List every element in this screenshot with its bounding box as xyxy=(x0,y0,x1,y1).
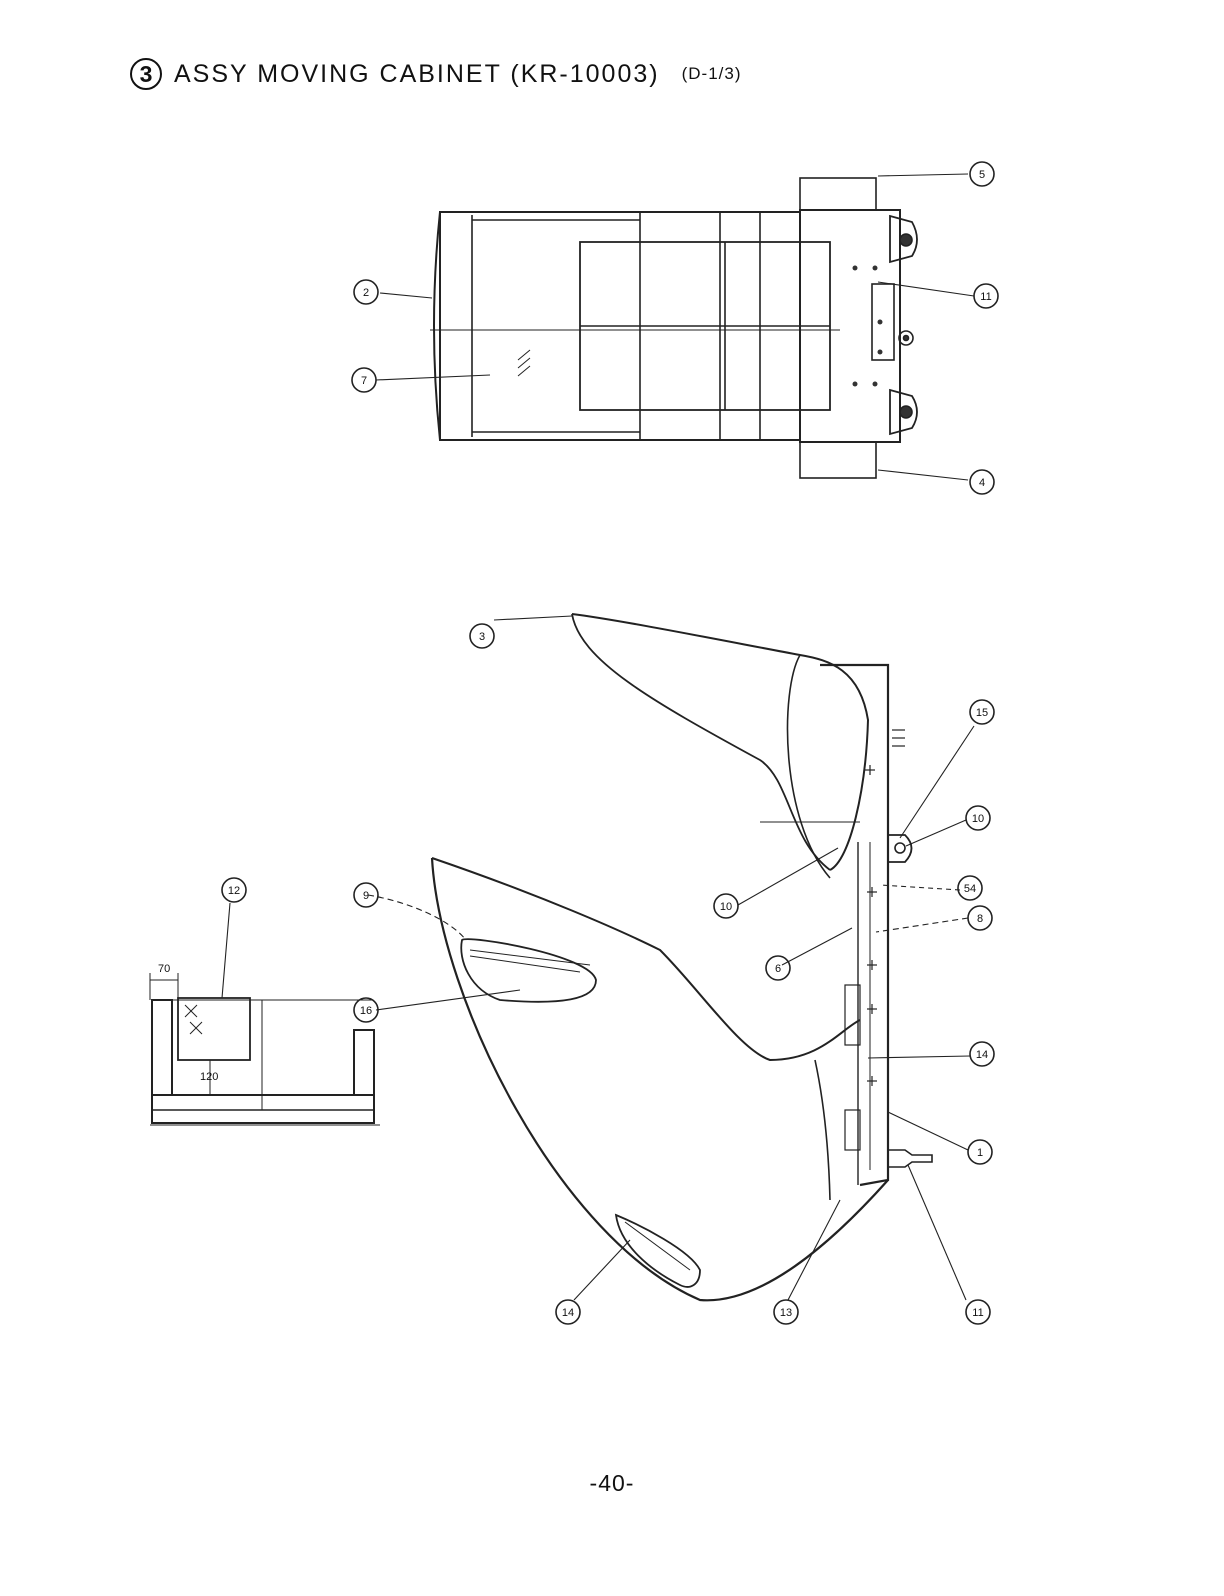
svg-text:15: 15 xyxy=(976,707,988,719)
callout-14-pad: 14 xyxy=(556,1300,580,1324)
svg-text:2: 2 xyxy=(363,287,369,299)
callout-12-smallview: 12 xyxy=(222,878,246,902)
svg-text:9: 9 xyxy=(363,890,369,902)
svg-text:1: 1 xyxy=(977,1147,983,1159)
callout-9-sideview: 9 xyxy=(354,883,378,907)
callout-54: 54 xyxy=(958,876,982,900)
svg-text:5: 5 xyxy=(979,169,985,181)
dimension-120: 120 xyxy=(200,1071,218,1083)
svg-text:54: 54 xyxy=(964,883,976,895)
callout-1: 1 xyxy=(968,1140,992,1164)
svg-text:10: 10 xyxy=(972,813,984,825)
svg-text:4: 4 xyxy=(979,477,985,489)
svg-text:12: 12 xyxy=(228,885,240,897)
svg-text:3: 3 xyxy=(479,631,485,643)
svg-text:6: 6 xyxy=(775,963,781,975)
side-view-drawing xyxy=(368,614,974,1300)
callout-5-topview: 5 xyxy=(970,162,994,186)
small-side-view-drawing xyxy=(150,903,380,1125)
callout-11-bolt: 11 xyxy=(966,1300,990,1324)
callout-10-seat: 10 xyxy=(714,894,738,918)
svg-text:13: 13 xyxy=(780,1307,792,1319)
svg-text:10: 10 xyxy=(720,901,732,913)
callout-13: 13 xyxy=(774,1300,798,1324)
callout-8: 8 xyxy=(968,906,992,930)
top-view-drawing xyxy=(376,174,974,480)
callout-3-sideview: 3 xyxy=(470,624,494,648)
callout-14-base: 14 xyxy=(970,1042,994,1066)
svg-text:8: 8 xyxy=(977,913,983,925)
callout-7-topview: 7 xyxy=(352,368,376,392)
svg-text:14: 14 xyxy=(562,1307,574,1319)
callout-2-topview: 2 xyxy=(354,280,378,304)
page-number: -40- xyxy=(0,1470,1224,1497)
callout-6: 6 xyxy=(766,956,790,980)
dimension-70: 70 xyxy=(158,963,170,975)
callout-4-topview: 4 xyxy=(970,470,994,494)
svg-text:16: 16 xyxy=(360,1005,372,1017)
callout-15-sideview: 15 xyxy=(970,700,994,724)
callout-10-wheel: 10 xyxy=(966,806,990,830)
svg-text:7: 7 xyxy=(361,375,367,387)
svg-text:11: 11 xyxy=(972,1307,983,1319)
svg-text:11: 11 xyxy=(980,291,991,303)
svg-text:14: 14 xyxy=(976,1049,988,1061)
callout-16-sideview: 16 xyxy=(354,998,378,1022)
callout-11-topview: 11 xyxy=(974,284,998,308)
